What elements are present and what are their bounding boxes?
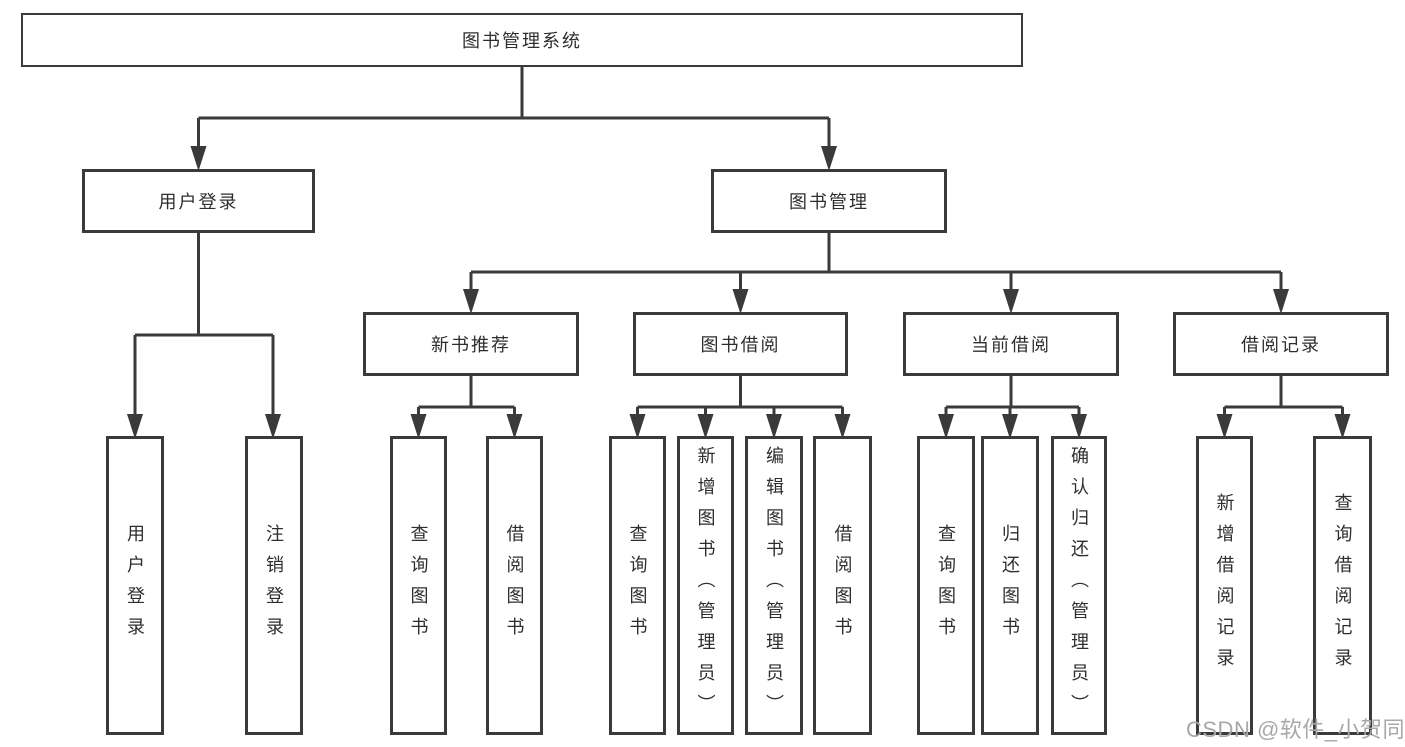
node-label: 编辑图书（管理员） (764, 446, 784, 725)
node-book-management: 图书管理 (711, 169, 947, 233)
node-label: 注销登录 (264, 523, 284, 648)
node-label: 借阅记录 (1241, 335, 1321, 355)
node-label: 图书借阅 (700, 335, 781, 355)
node-label: 确认归还（管理员） (1069, 446, 1089, 725)
leaf-edit-book-admin: 编辑图书（管理员） (745, 436, 803, 735)
node-label: 用户登录 (125, 523, 145, 648)
node-label: 图书管理 (789, 192, 869, 212)
leaf-confirm-return-admin: 确认归还（管理员） (1051, 436, 1107, 735)
arrowheads (127, 146, 1351, 439)
node-label: 查询图书 (627, 523, 648, 648)
leaf-add-book-admin: 新增图书（管理员） (677, 436, 734, 735)
node-current-borrowing: 当前借阅 (903, 312, 1119, 376)
leaf-recommend-query-book: 查询图书 (390, 436, 447, 735)
node-label: 查询图书 (936, 523, 956, 648)
leaf-recommend-borrow-book: 借阅图书 (486, 436, 543, 735)
node-label: 借阅图书 (504, 523, 525, 648)
leaf-logout: 注销登录 (245, 436, 303, 735)
node-label: 新书推荐 (431, 335, 511, 355)
leaf-current-query-book: 查询图书 (917, 436, 975, 735)
node-borrowing-records: 借阅记录 (1173, 312, 1389, 376)
node-label: 新增借阅记录 (1214, 492, 1235, 679)
node-label: 归还图书 (1000, 523, 1020, 648)
node-label: 查询借阅记录 (1332, 492, 1353, 679)
node-label: 借阅图书 (832, 523, 853, 648)
connector-paths (133, 67, 1344, 433)
node-label: 当前借阅 (971, 335, 1051, 355)
leaf-query-borrow-record: 查询借阅记录 (1313, 436, 1372, 735)
node-label: 图书管理系统 (462, 31, 582, 51)
node-library-management-system: 图书管理系统 (21, 13, 1023, 67)
leaf-user-login: 用户登录 (106, 436, 164, 735)
leaf-add-borrow-record: 新增借阅记录 (1196, 436, 1253, 735)
node-user-login: 用户登录 (82, 169, 315, 233)
node-new-book-recommendation: 新书推荐 (363, 312, 579, 376)
node-label: 查询图书 (408, 523, 429, 648)
leaf-borrowing-query-book: 查询图书 (609, 436, 666, 735)
node-label: 用户登录 (158, 192, 239, 212)
leaf-borrow-book: 借阅图书 (813, 436, 872, 735)
leaf-return-book: 归还图书 (981, 436, 1039, 735)
node-label: 新增图书（管理员） (695, 446, 716, 725)
csdn-watermark: CSDN @软件_小贺同学 (1186, 717, 1405, 742)
node-book-borrowing: 图书借阅 (633, 312, 848, 376)
